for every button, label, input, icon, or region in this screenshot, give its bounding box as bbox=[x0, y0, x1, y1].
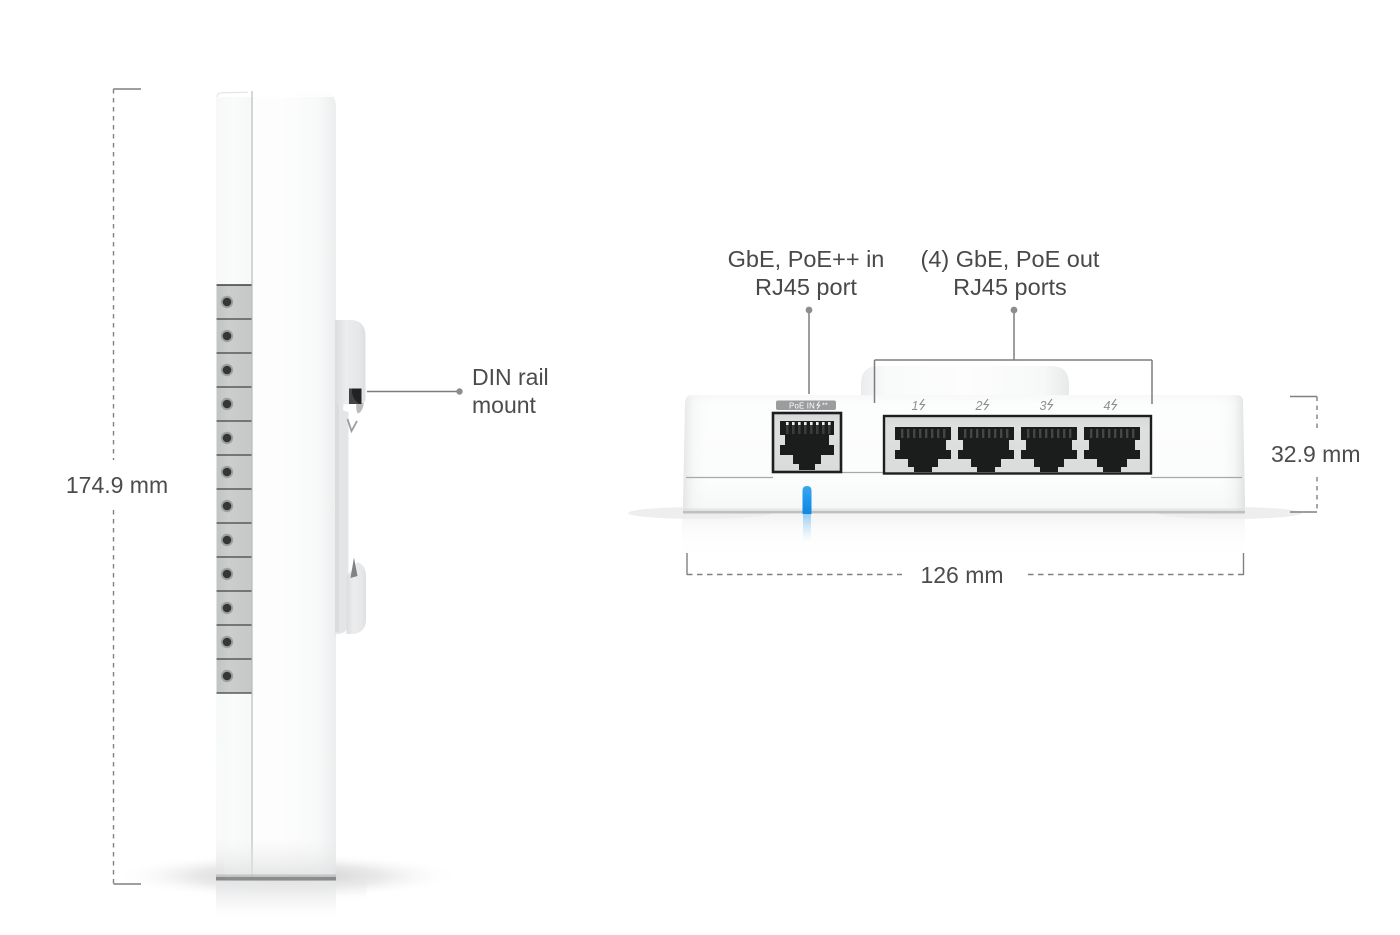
svg-text:126 mm: 126 mm bbox=[920, 562, 1003, 588]
svg-text:RJ45 port: RJ45 port bbox=[755, 274, 857, 300]
svg-text:(4) GbE, PoE out: (4) GbE, PoE out bbox=[921, 246, 1100, 272]
svg-text:DIN rail: DIN rail bbox=[472, 364, 549, 390]
svg-text:PoE IN: PoE IN bbox=[789, 401, 815, 410]
svg-text:**: ** bbox=[822, 401, 828, 410]
svg-text:GbE, PoE++ in: GbE, PoE++ in bbox=[728, 246, 885, 272]
svg-text:RJ45 ports: RJ45 ports bbox=[953, 274, 1067, 300]
svg-text:mount: mount bbox=[472, 392, 537, 418]
svg-text:174.9 mm: 174.9 mm bbox=[66, 472, 168, 498]
svg-text:32.9 mm: 32.9 mm bbox=[1271, 441, 1360, 467]
svg-text:1: 1 bbox=[912, 399, 919, 413]
svg-text:4: 4 bbox=[1104, 399, 1111, 413]
svg-text:3: 3 bbox=[1040, 399, 1047, 413]
svg-text:2: 2 bbox=[975, 399, 983, 413]
